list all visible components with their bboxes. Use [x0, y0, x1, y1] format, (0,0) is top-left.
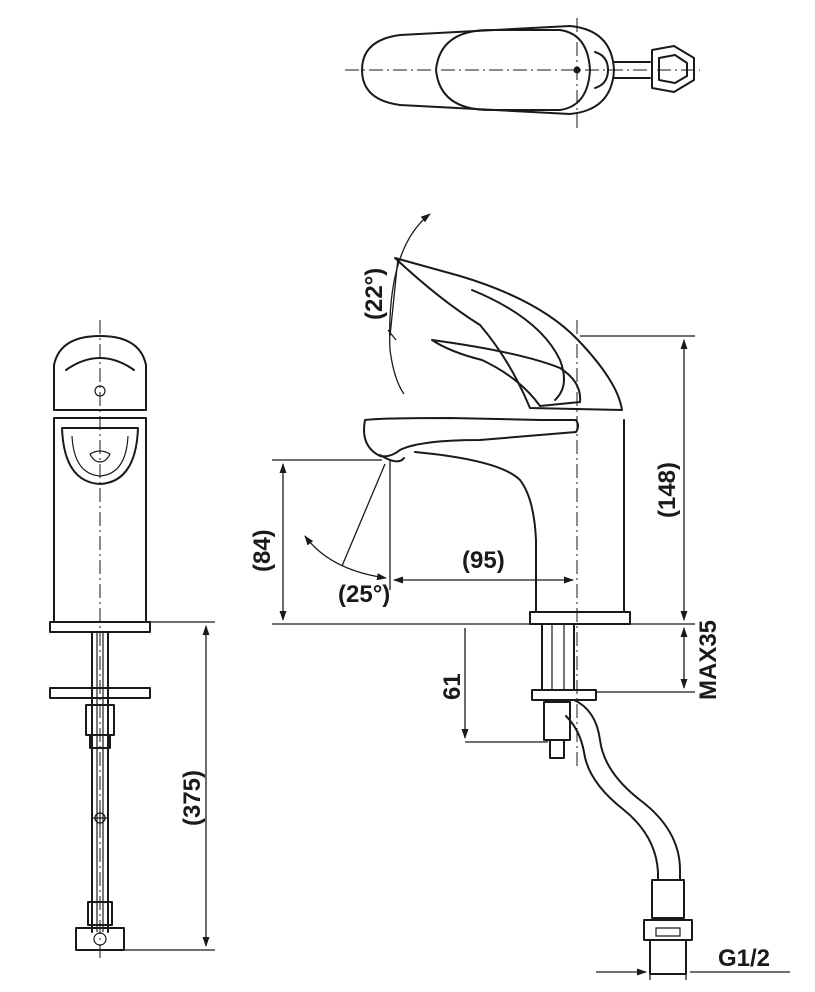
- dim-label-hose-length: (375): [179, 770, 206, 826]
- dim-label-spout-height: (84): [249, 529, 276, 572]
- dim-label-shank-length: 61: [439, 673, 466, 700]
- dim-label-thread: G1/2: [718, 945, 770, 972]
- top-view: [345, 18, 700, 128]
- dim-label-spout-reach: (95): [462, 547, 505, 574]
- side-view: [363, 257, 693, 975]
- dimension-lines: [124, 213, 790, 980]
- front-view: [49, 320, 151, 960]
- dim-label-angle-spout: (25°): [338, 581, 390, 608]
- dim-label-total-height: (148): [654, 462, 681, 518]
- dim-label-angle-lever: (22°): [361, 268, 388, 320]
- dim-label-deck-thickness: MAX35: [695, 620, 722, 700]
